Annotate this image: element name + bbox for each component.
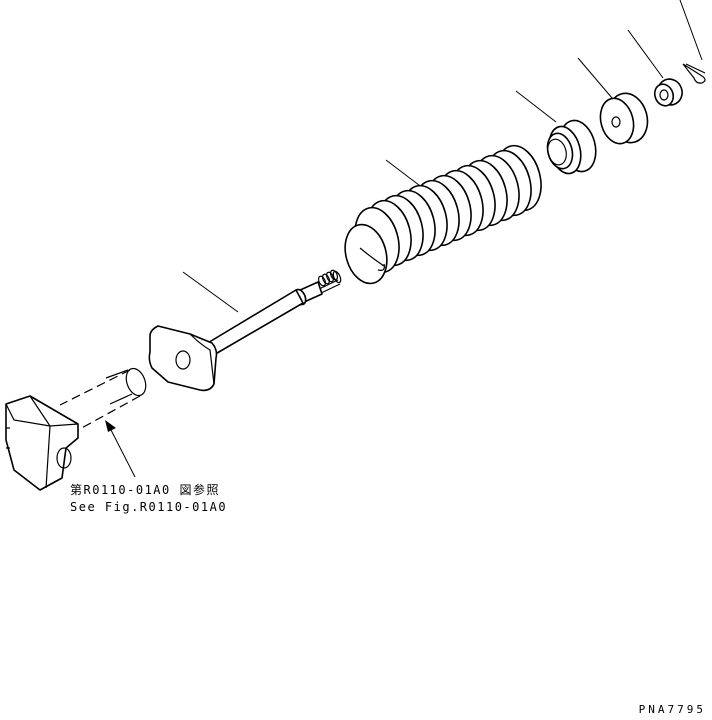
reference-note-japanese: 第R0110-01A0 図参照 <box>70 483 220 497</box>
leader-line-rod <box>182 271 239 313</box>
castle-nut-icon <box>653 78 683 107</box>
split-pin-icon <box>682 63 706 84</box>
reference-arrow-icon <box>105 420 136 478</box>
leader-line-pin <box>679 0 703 61</box>
leader-line-washer <box>577 57 613 99</box>
referenced-lever-block-icon <box>5 367 147 491</box>
leader-line-nut <box>627 29 664 79</box>
coil-spring-icon <box>344 144 542 285</box>
washer-icon <box>599 92 649 145</box>
reference-note-english: See Fig.R0110-01A0 <box>70 500 228 514</box>
spring-seat-icon <box>546 119 597 175</box>
leader-line-spring-seat <box>515 90 557 123</box>
rod-assembly-icon <box>148 269 342 392</box>
drawing-code-label: PNA7795 <box>638 703 706 716</box>
